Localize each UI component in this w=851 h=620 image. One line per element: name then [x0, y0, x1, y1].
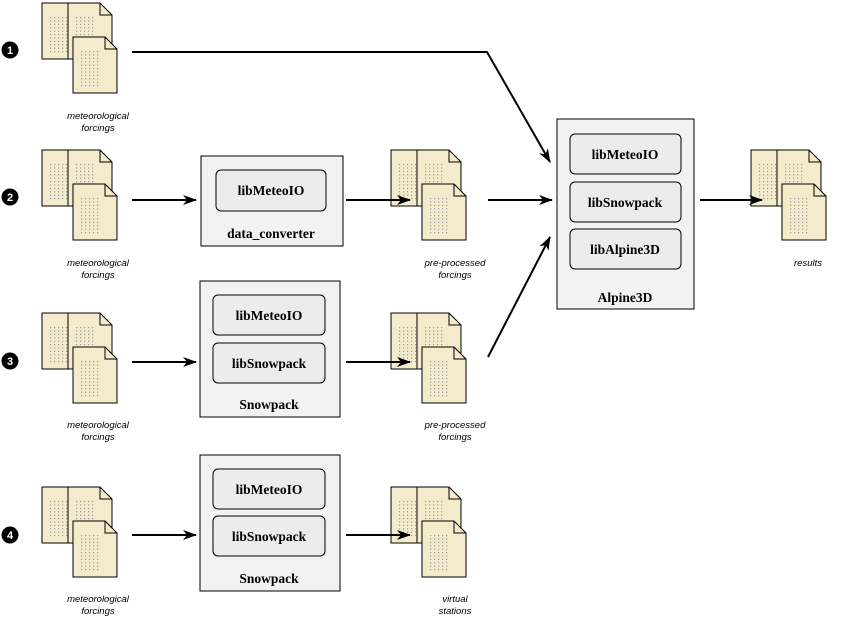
alpine3d-title: Alpine3D: [598, 290, 653, 305]
number-badge-icon: 4: [1, 526, 19, 544]
preprocessed-caption-line2: forcings: [438, 270, 472, 281]
module-box: [569, 181, 682, 223]
module-box: [569, 228, 682, 270]
preprocessed-caption-line1: pre-processed: [424, 420, 486, 431]
alpine3d-box: libMeteoIO libSnowpack libAlpine3D Alpin…: [556, 118, 695, 310]
row-1-number: 1: [7, 45, 13, 57]
document-stack-icon: [390, 486, 467, 578]
module-box: [212, 294, 326, 336]
module-box: [215, 169, 327, 212]
snowpack-box: libMeteoIO libSnowpack Snowpack: [199, 454, 341, 592]
row-1-input-caption-line1: meteorological: [67, 111, 130, 122]
row-2-input-caption-line1: meteorological: [67, 258, 130, 269]
document-stack-icon: [41, 149, 118, 241]
module-label-libmeteoio: libMeteoIO: [238, 183, 305, 198]
document-stack-icon: [41, 312, 118, 404]
row-4-number: 4: [7, 530, 14, 542]
number-badge-icon: 3: [1, 352, 19, 370]
row-3-input-caption-line2: forcings: [81, 432, 115, 443]
row-3-input-caption-line1: meteorological: [67, 420, 130, 431]
row-4-input-caption-line2: forcings: [81, 606, 115, 617]
module-box: [212, 515, 326, 557]
snowpack-box: libMeteoIO libSnowpack Snowpack: [199, 280, 341, 418]
module-label-libmeteoio: libMeteoIO: [236, 308, 303, 323]
module-label-libmeteoio: libMeteoIO: [592, 147, 659, 162]
data-converter-box: libMeteoIO data_converter: [200, 155, 344, 247]
document-stack-icon: [41, 486, 118, 578]
module-label-libsnowpack: libSnowpack: [232, 356, 307, 371]
preprocessed-caption-line1: pre-processed: [424, 258, 486, 269]
results-caption: results: [794, 258, 822, 269]
row-2-number: 2: [7, 192, 13, 204]
module-label-libsnowpack: libSnowpack: [588, 195, 663, 210]
row-3-number: 3: [7, 356, 13, 368]
arrow-icon: [132, 51, 551, 163]
row-4-input-caption-line1: meteorological: [67, 594, 130, 605]
module-box: [212, 468, 326, 510]
document-stack-icon: [390, 149, 467, 241]
number-badge-icon: 1: [1, 41, 19, 59]
virtual-stations-caption-line1: virtual: [442, 594, 468, 605]
row-1-input-caption-line2: forcings: [81, 123, 115, 134]
document-stack-icon: [750, 149, 827, 241]
document-stack-icon: [41, 2, 118, 94]
module-box: [569, 133, 682, 175]
module-label-libmeteoio: libMeteoIO: [236, 482, 303, 497]
module-box: [212, 342, 326, 384]
document-stack-icon: [390, 312, 467, 404]
snowpack-title: Snowpack: [239, 397, 299, 412]
preprocessed-caption-line2: forcings: [438, 432, 472, 443]
virtual-stations-caption-line2: stations: [439, 606, 472, 617]
number-badge-icon: 2: [1, 188, 19, 206]
data-converter-title: data_converter: [227, 226, 315, 241]
snowpack-title: Snowpack: [239, 571, 299, 586]
row-2-input-caption-line2: forcings: [81, 270, 115, 281]
arrow-icon: [487, 236, 551, 358]
module-label-libsnowpack: libSnowpack: [232, 529, 307, 544]
module-label-libalpine3d: libAlpine3D: [590, 242, 660, 257]
